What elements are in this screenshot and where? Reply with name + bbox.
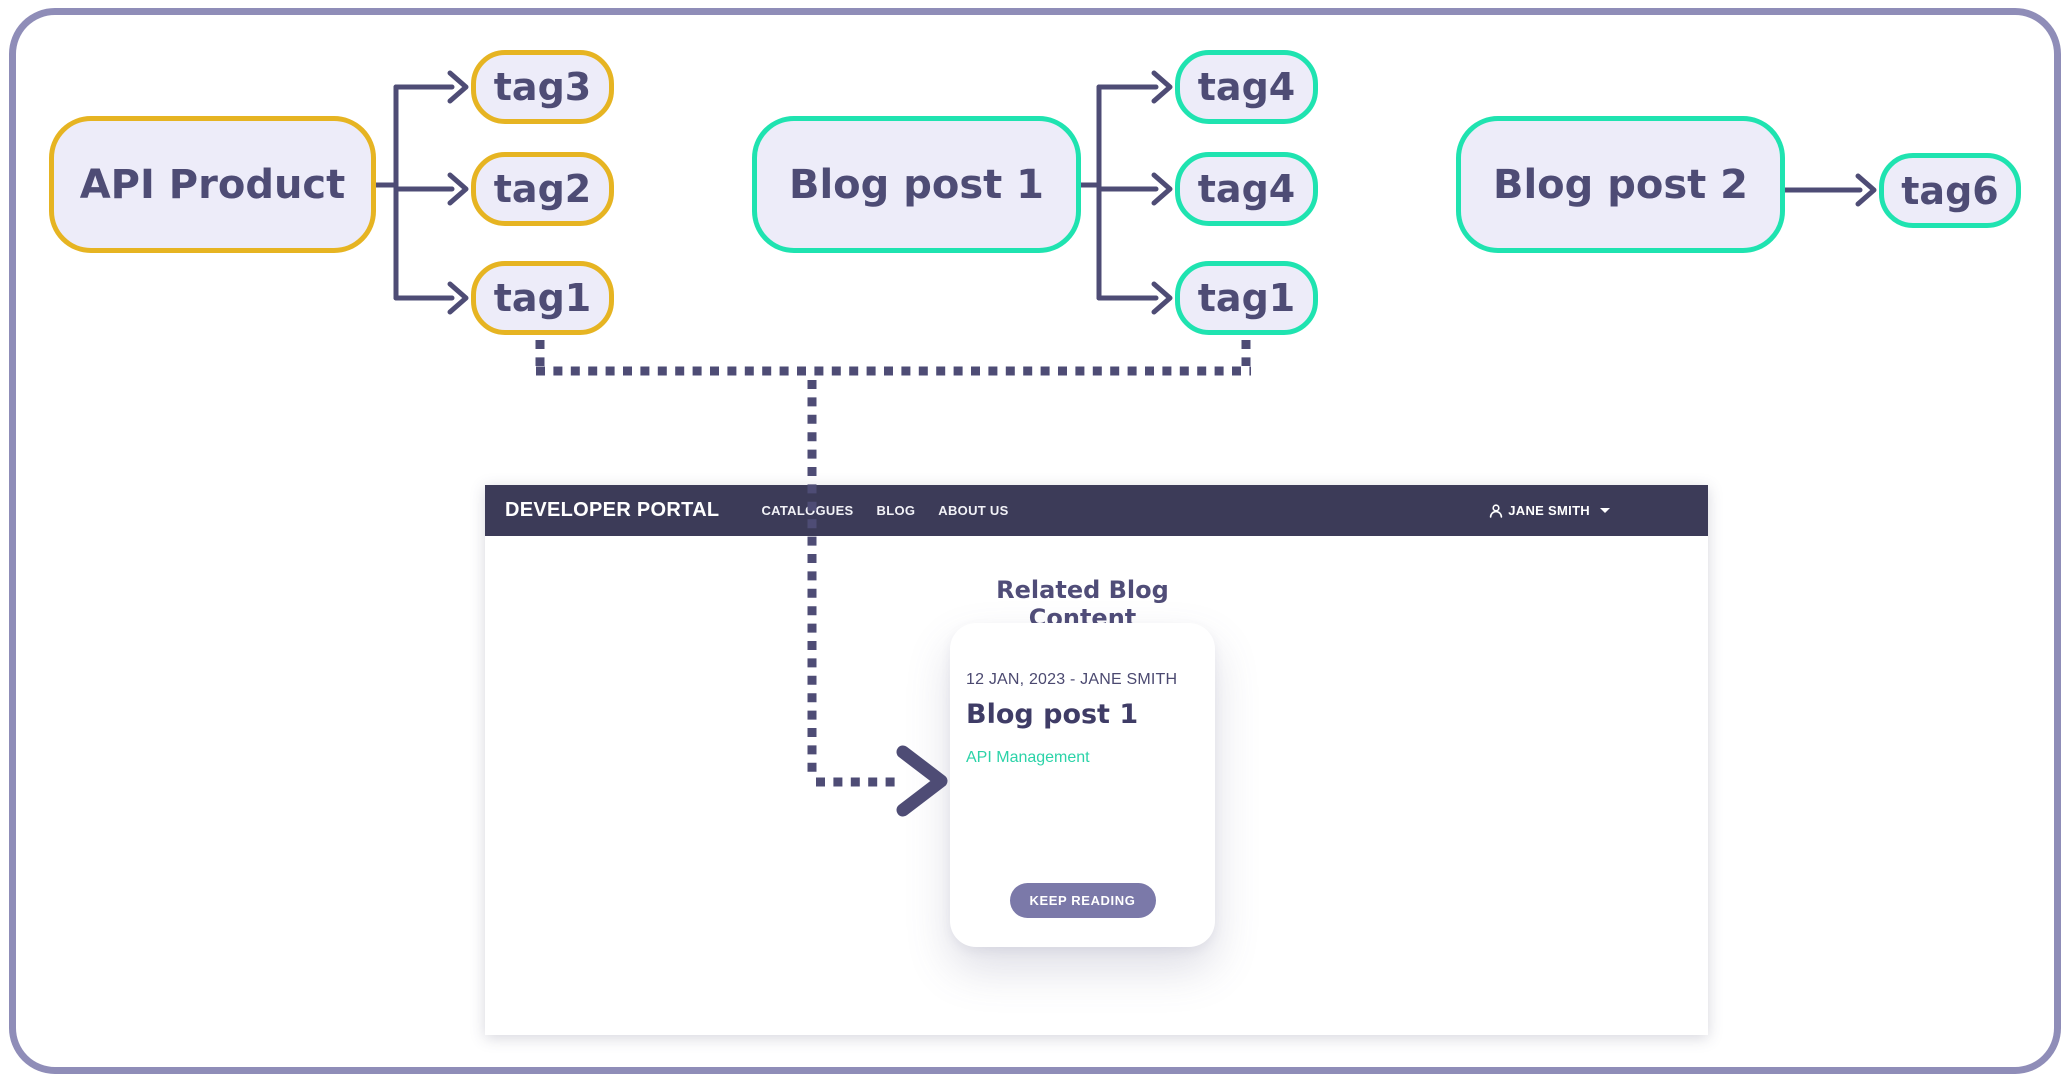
tag-pill: tag1: [471, 261, 614, 335]
arrowhead-icon: [1151, 281, 1173, 315]
nav-link-blog[interactable]: BLOG: [876, 503, 916, 518]
arrowhead-icon: [447, 172, 469, 206]
arrowhead-icon: [1855, 173, 1877, 207]
portal-navbar: DEVELOPER PORTAL CATALOGUES BLOG ABOUT U…: [485, 485, 1708, 536]
tag-pill: tag4: [1175, 152, 1318, 226]
developer-portal-window: DEVELOPER PORTAL CATALOGUES BLOG ABOUT U…: [485, 485, 1708, 1035]
arrowhead-icon: [1151, 172, 1173, 206]
tag-pill: tag2: [471, 152, 614, 226]
node-blog-post-1: Blog post 1: [752, 116, 1081, 253]
big-chevron-arrow-icon: [896, 745, 948, 817]
node-label: Blog post 2: [1492, 161, 1749, 208]
arrowhead-icon: [447, 281, 469, 315]
user-name: JANE SMITH: [1508, 503, 1590, 518]
keep-reading-button[interactable]: KEEP READING: [1009, 883, 1156, 918]
chevron-down-icon: [1600, 508, 1610, 513]
blog-card: 12 JAN, 2023 - JANE SMITH Blog post 1 AP…: [950, 623, 1215, 947]
nav-links: CATALOGUES BLOG ABOUT US: [761, 503, 1008, 518]
tag-label: tag1: [1197, 276, 1296, 320]
tag-label: tag2: [493, 167, 592, 211]
tag-label: tag4: [1197, 167, 1296, 211]
card-title: Blog post 1: [966, 699, 1139, 730]
api-product-trunk-line: [373, 84, 399, 301]
card-tag-link[interactable]: API Management: [966, 749, 1090, 766]
node-api-product: API Product: [49, 116, 376, 253]
brand-title[interactable]: DEVELOPER PORTAL: [505, 499, 720, 521]
node-blog-post-2: Blog post 2: [1456, 116, 1785, 253]
node-label: API Product: [79, 161, 346, 208]
tag-pill: tag4: [1175, 50, 1318, 124]
section-title: Related Blog Content: [996, 576, 1169, 632]
arrowhead-icon: [1151, 70, 1173, 104]
tag-label: tag3: [493, 65, 592, 109]
tag-label: tag4: [1197, 65, 1296, 109]
user-menu[interactable]: JANE SMITH: [1488, 503, 1610, 519]
tag-label: tag6: [1901, 168, 1999, 213]
nav-link-about-us[interactable]: ABOUT US: [938, 503, 1009, 518]
person-icon: [1490, 503, 1503, 518]
node-label: Blog post 1: [788, 161, 1045, 208]
tag-pill: tag1: [1175, 261, 1318, 335]
tag-label: tag1: [493, 276, 592, 320]
arrowhead-icon: [447, 70, 469, 104]
tag-pill: tag6: [1879, 153, 2021, 228]
tag-pill: tag3: [471, 50, 614, 124]
card-meta: 12 JAN, 2023 - JANE SMITH: [966, 671, 1178, 688]
blog-post-1-trunk-line: [1078, 84, 1102, 301]
nav-link-catalogues[interactable]: CATALOGUES: [761, 503, 854, 518]
